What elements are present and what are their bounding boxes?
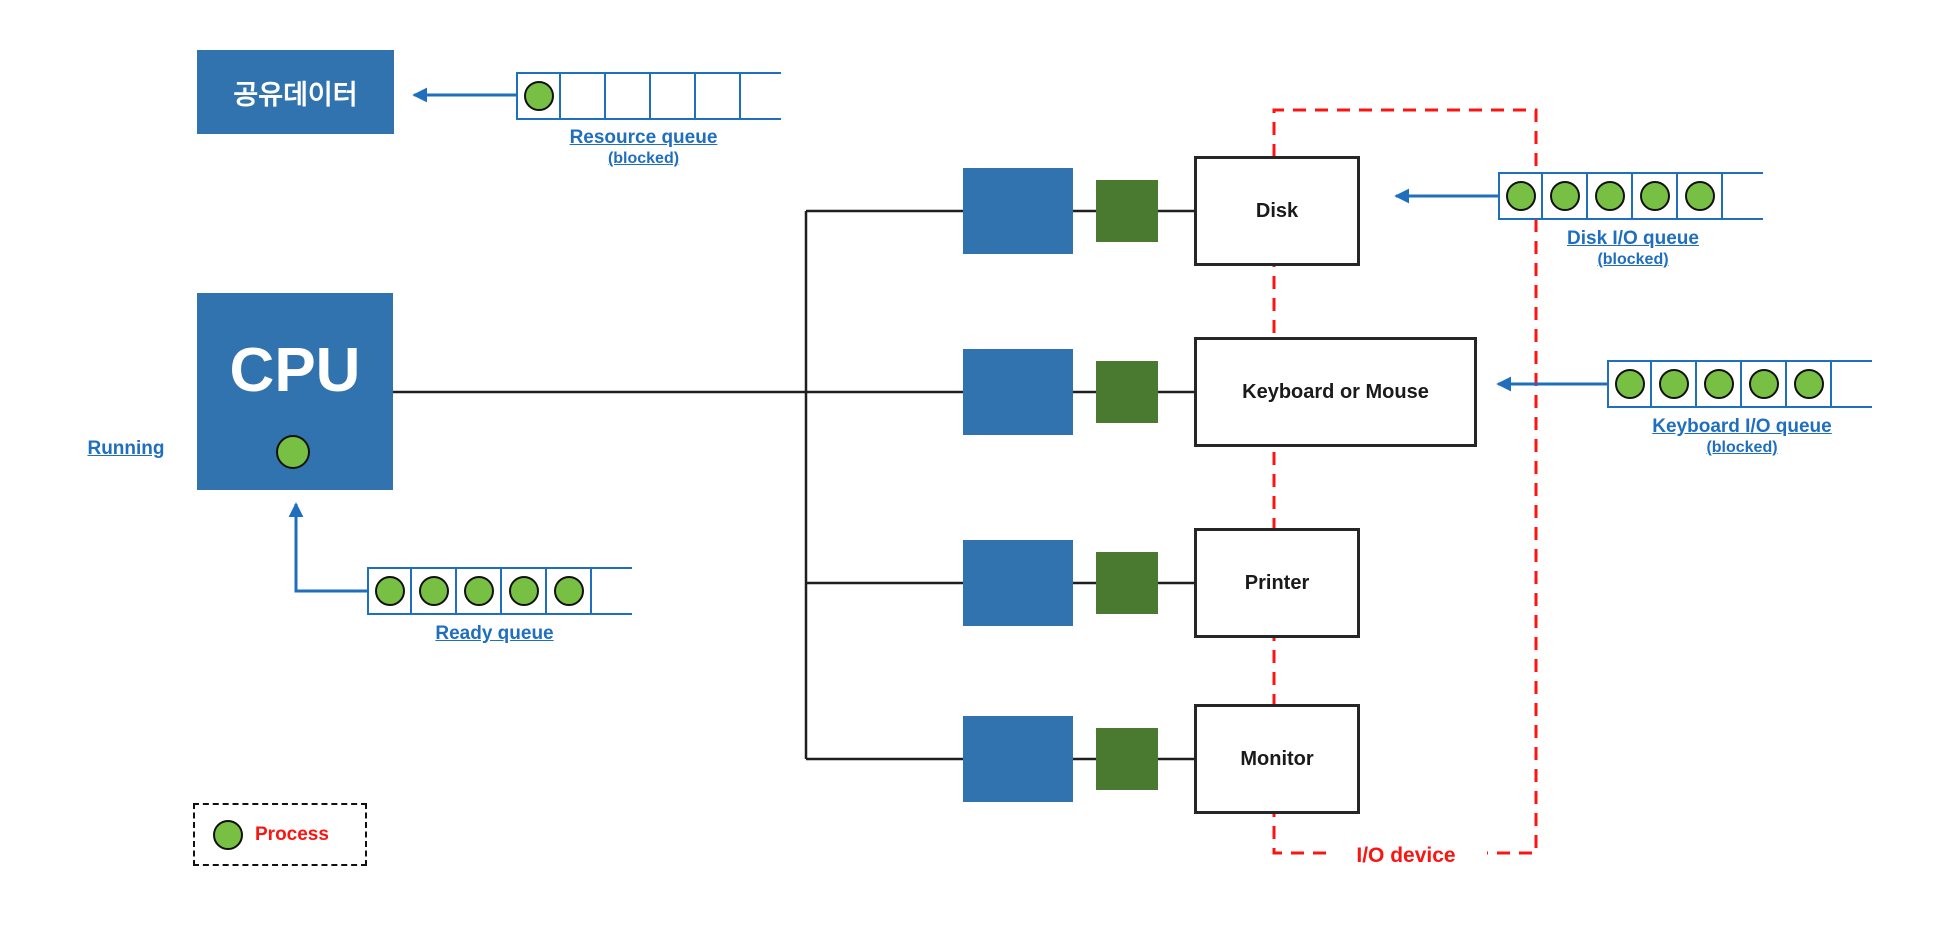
running-label: Running bbox=[87, 438, 165, 459]
printer-green-controller bbox=[1096, 552, 1158, 614]
keyboard-io-queue-sublabel: (blocked) bbox=[1706, 439, 1778, 457]
process-circle bbox=[1639, 181, 1670, 211]
legend-process-circle bbox=[213, 820, 243, 850]
queue-cell bbox=[1588, 172, 1633, 220]
queue-cell bbox=[367, 567, 412, 615]
device-box-disk: Disk bbox=[1194, 156, 1360, 266]
queue-cell bbox=[561, 72, 606, 120]
process-circle bbox=[1658, 369, 1689, 399]
queue-cell bbox=[651, 72, 696, 120]
queue-cell bbox=[547, 567, 592, 615]
keyboard-io-queue bbox=[1607, 360, 1872, 408]
ready-queue-arrow bbox=[288, 502, 367, 593]
keyboard-green-controller bbox=[1096, 361, 1158, 423]
resource-queue-sublabel: (blocked) bbox=[607, 150, 680, 168]
resource-queue-label-text: Resource queue bbox=[569, 127, 718, 148]
resource-queue bbox=[516, 72, 781, 120]
device-box-printer: Printer bbox=[1194, 528, 1360, 638]
disk-io-queue bbox=[1498, 172, 1763, 220]
queue-cell bbox=[1633, 172, 1678, 220]
keyboard-io-queue-label: Keyboard I/O queue (blocked) bbox=[1602, 415, 1882, 458]
disk-blue-buffer bbox=[963, 168, 1073, 254]
device-label-disk: Disk bbox=[1255, 199, 1299, 222]
disk-green-controller bbox=[1096, 180, 1158, 242]
queue-cell bbox=[516, 72, 561, 120]
ready-queue-cells bbox=[367, 567, 592, 615]
ready-queue-label-text: Ready queue bbox=[435, 623, 554, 644]
queue-cell bbox=[1742, 360, 1787, 408]
resource-queue-label: Resource queue (blocked) bbox=[516, 126, 771, 169]
queue-cell bbox=[1543, 172, 1588, 220]
ready-queue bbox=[367, 567, 632, 615]
disk-io-queue-sublabel: (blocked) bbox=[1597, 251, 1669, 269]
process-circle bbox=[1614, 369, 1645, 399]
queue-cell bbox=[1678, 172, 1723, 220]
queue-cell bbox=[1607, 360, 1652, 408]
queue-cell bbox=[1697, 360, 1742, 408]
keyboard-blue-buffer bbox=[963, 349, 1073, 435]
cpu-label: CPU bbox=[229, 336, 361, 405]
device-box-monitor: Monitor bbox=[1194, 704, 1360, 814]
io-device-region-label: I/O device bbox=[1356, 844, 1456, 867]
bus-lines bbox=[393, 209, 1194, 761]
keyboard-io-queue-label-text: Keyboard I/O queue bbox=[1652, 416, 1832, 437]
keyboard-io-queue-cells bbox=[1607, 360, 1832, 408]
device-box-keyboard: Keyboard or Mouse bbox=[1194, 337, 1477, 447]
disk-io-queue-label-text: Disk I/O queue bbox=[1567, 228, 1699, 249]
process-circle bbox=[508, 576, 539, 606]
keyboard-io-queue-open-end bbox=[1832, 360, 1872, 408]
resource-queue-open-end bbox=[741, 72, 781, 120]
process-circle bbox=[463, 576, 494, 606]
process-circle bbox=[1684, 181, 1715, 211]
device-label-monitor: Monitor bbox=[1240, 747, 1314, 770]
disk-io-queue-open-end bbox=[1723, 172, 1763, 220]
running-process-circle bbox=[276, 435, 310, 469]
process-circle bbox=[374, 576, 405, 606]
process-circle bbox=[1505, 181, 1536, 211]
queue-cell bbox=[696, 72, 741, 120]
shared-data-box: 공유데이터 bbox=[197, 50, 394, 134]
resource-queue-cells bbox=[516, 72, 741, 120]
queue-cell bbox=[412, 567, 457, 615]
process-circle bbox=[1549, 181, 1580, 211]
printer-blue-buffer bbox=[963, 540, 1073, 626]
queue-cell bbox=[606, 72, 651, 120]
process-circle bbox=[553, 576, 584, 606]
process-circle bbox=[418, 576, 449, 606]
queue-cell bbox=[502, 567, 547, 615]
cpu-box: CPU bbox=[197, 293, 393, 490]
process-circle bbox=[1703, 369, 1734, 399]
monitor-blue-buffer bbox=[963, 716, 1073, 802]
disk-io-queue-cells bbox=[1498, 172, 1723, 220]
queue-cell bbox=[1652, 360, 1697, 408]
device-label-printer: Printer bbox=[1244, 571, 1310, 594]
queue-cell bbox=[457, 567, 502, 615]
queue-cell bbox=[1787, 360, 1832, 408]
ready-queue-open-end bbox=[592, 567, 632, 615]
monitor-green-controller bbox=[1096, 728, 1158, 790]
queue-cell bbox=[1498, 172, 1543, 220]
ready-queue-label: Ready queue bbox=[367, 622, 622, 645]
process-circle bbox=[1748, 369, 1779, 399]
legend-process-label: Process bbox=[255, 824, 329, 845]
disk-io-queue-label: Disk I/O queue (blocked) bbox=[1498, 227, 1768, 270]
shared-data-label: 공유데이터 bbox=[233, 79, 358, 110]
device-label-keyboard: Keyboard or Mouse bbox=[1242, 380, 1429, 403]
process-circle bbox=[1594, 181, 1625, 211]
process-circle bbox=[523, 81, 554, 111]
process-circle bbox=[1793, 369, 1824, 399]
